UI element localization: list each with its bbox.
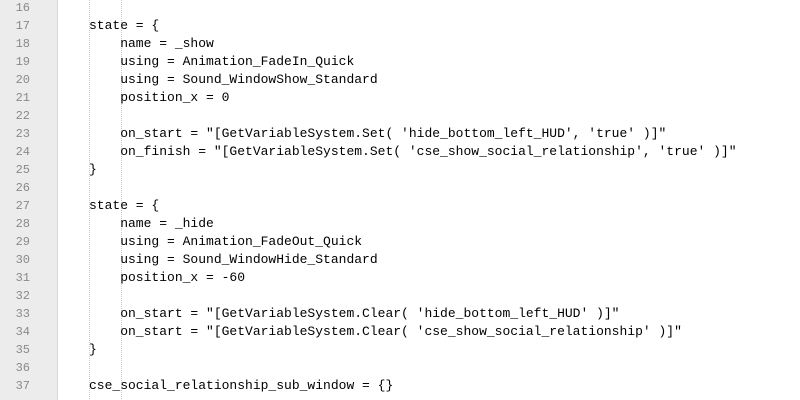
code-text[interactable]: on_start = "[GetVariableSystem.Set( 'hid… [89,126,667,141]
code-text[interactable]: state = { [89,198,160,213]
code-line[interactable]: 27 state = { [0,197,800,215]
code-line[interactable]: 30 using = Sound_WindowHide_Standard [0,251,800,269]
line-number: 35 [15,343,30,357]
code-line[interactable]: 24 on_finish = "[GetVariableSystem.Set( … [0,143,800,161]
code-text[interactable]: using = Animation_FadeOut_Quick [89,234,363,249]
code-text[interactable]: name = _hide [89,216,214,231]
line-number: 20 [15,73,30,87]
line-number: 22 [15,109,30,123]
indent-guide [89,0,90,400]
code-text[interactable]: using = Sound_WindowHide_Standard [89,252,378,267]
code-line[interactable]: 22 [0,107,800,125]
code-text[interactable]: state = { [89,18,160,33]
line-number: 17 [15,19,30,33]
code-text[interactable]: on_start = "[GetVariableSystem.Clear( 'c… [89,324,682,339]
code-line[interactable]: 20 using = Sound_WindowShow_Standard [0,71,800,89]
line-number: 31 [15,271,30,285]
code-line[interactable]: 34 on_start = "[GetVariableSystem.Clear(… [0,323,800,341]
line-number: 18 [15,37,30,51]
indent-guide [121,0,122,400]
code-line[interactable]: 17 state = { [0,17,800,35]
code-line[interactable]: 29 using = Animation_FadeOut_Quick [0,233,800,251]
line-number: 27 [15,199,30,213]
code-text[interactable]: } [89,162,97,177]
code-line[interactable]: 31 position_x = -60 [0,269,800,287]
line-number: 28 [15,217,30,231]
code-line[interactable]: 28 name = _hide [0,215,800,233]
line-number: 30 [15,253,30,267]
code-line[interactable]: 23 on_start = "[GetVariableSystem.Set( '… [0,125,800,143]
code-line[interactable]: 37 cse_social_relationship_sub_window = {… [0,377,800,395]
line-number: 19 [15,55,30,69]
line-number: 25 [15,163,30,177]
line-number: 16 [15,1,30,15]
line-number: 23 [15,127,30,141]
code-line[interactable]: 21 position_x = 0 [0,89,800,107]
line-number-gutter [0,0,58,400]
line-number: 26 [15,181,30,195]
code-text[interactable]: } [89,342,97,357]
line-number: 33 [15,307,30,321]
code-line[interactable]: 32 [0,287,800,305]
code-line[interactable]: 35} [0,341,800,359]
code-text[interactable]: position_x = 0 [89,90,230,105]
code-text[interactable]: position_x = -60 [89,270,246,285]
line-number: 32 [15,289,30,303]
code-text[interactable]: name = _show [89,36,214,51]
code-line[interactable]: 19 using = Animation_FadeIn_Quick [0,53,800,71]
code-line[interactable]: 18 name = _show [0,35,800,53]
line-number: 29 [15,235,30,249]
code-line[interactable]: 16 [0,0,800,17]
code-line[interactable]: 25} [0,161,800,179]
code-line[interactable]: 26 [0,179,800,197]
code-line[interactable]: 33 on_start = "[GetVariableSystem.Clear(… [0,305,800,323]
code-line[interactable]: 36 [0,359,800,377]
code-text[interactable]: using = Animation_FadeIn_Quick [89,54,355,69]
line-number: 34 [15,325,30,339]
code-text[interactable]: cse_social_relationship_sub_window = {} [89,378,394,393]
line-number: 36 [15,361,30,375]
line-number: 37 [15,379,30,393]
line-number: 24 [15,145,30,159]
code-text[interactable]: on_start = "[GetVariableSystem.Clear( 'h… [89,306,620,321]
code-text[interactable]: using = Sound_WindowShow_Standard [89,72,378,87]
code-text[interactable]: on_finish = "[GetVariableSystem.Set( 'cs… [89,144,737,159]
line-number: 21 [15,91,30,105]
